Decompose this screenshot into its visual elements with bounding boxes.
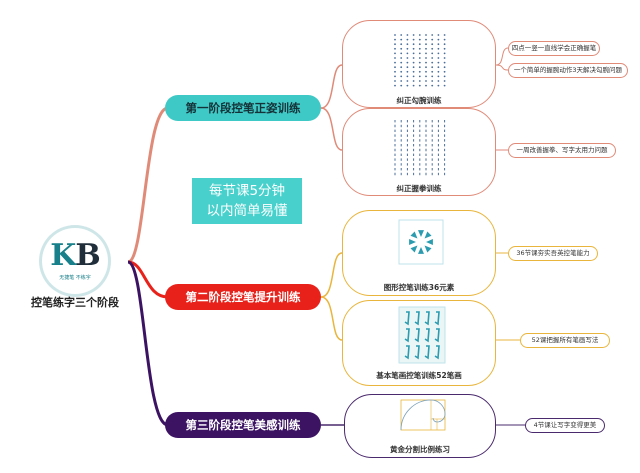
callout-line-1: 每节课5分钟 <box>208 183 286 199</box>
note-stage2-a: 36节课夯实吾英控笔能力 <box>508 246 598 261</box>
kb-logo: KB 无捷笔 不练字 <box>42 228 108 294</box>
stage-2-node[interactable]: 第二阶段控笔提升训练 <box>165 284 321 310</box>
golden-spiral-icon <box>400 399 446 431</box>
card-label: 纠正勾腕训练 <box>396 96 442 105</box>
stage-3-node[interactable]: 第三阶段控笔美感训练 <box>165 412 321 438</box>
stroke-grid-icon <box>394 120 446 176</box>
note-stage3-a: 4节课让写字变得更美 <box>525 418 605 433</box>
card-label: 图形控笔训练36元素 <box>383 283 455 292</box>
note-stage1-a: 四点一竖一直线学会正确握笔 <box>508 41 600 56</box>
stroke-practice-icon <box>398 306 446 364</box>
logo-tagline: 无捷笔 不练字 <box>59 275 91 281</box>
card-anti-hook-wrist[interactable]: 纠正勾腕训练 <box>342 20 496 108</box>
card-label: 黄金分割比例练习 <box>390 445 450 454</box>
callout-line-2: 以内简单易懂 <box>206 203 288 219</box>
stage-1-node[interactable]: 第一阶段控笔正姿训练 <box>165 95 321 121</box>
logo-letter-b: B <box>75 238 100 273</box>
card-label: 基本笔画控笔训练52笔画 <box>376 371 462 380</box>
card-basic-strokes[interactable]: 基本笔画控笔训练52笔画 <box>342 300 496 386</box>
callout-box: 每节课5分钟 以内简单易懂 <box>192 178 302 224</box>
root-title: 控笔练字三个阶段 <box>31 296 119 309</box>
card-label: 纠正握拳训练 <box>396 184 442 193</box>
note-stage1-b: 一个简单的握腕动作3天解决勾腕问题 <box>508 63 628 78</box>
dot-grid-icon <box>394 34 446 87</box>
card-anti-fist-grip[interactable]: 纠正握拳训练 <box>342 108 496 196</box>
radial-figure-icon <box>398 219 444 265</box>
card-figure-control[interactable]: 图形控笔训练36元素 <box>342 210 496 296</box>
note-stage1-c: 一周改善握拳、写字太用力问题 <box>508 143 616 158</box>
note-stage2-b: 52课把握所有笔画写法 <box>520 333 610 348</box>
card-golden-ratio[interactable]: 黄金分割比例练习 <box>344 394 496 458</box>
logo-letter-k: K <box>50 238 76 273</box>
